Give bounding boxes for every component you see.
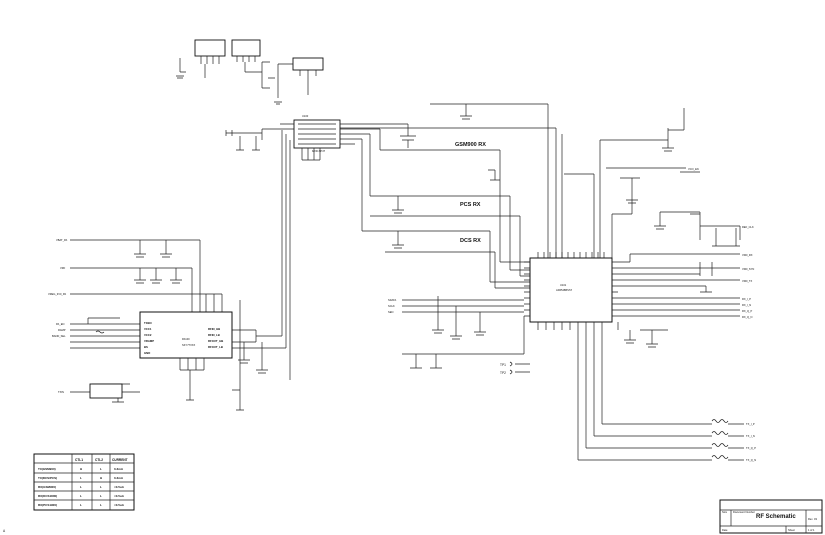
net-label: RX_Q_N xyxy=(742,315,753,319)
table-cell: L xyxy=(100,503,102,507)
net-label: SEN xyxy=(388,310,393,314)
pcs-rx-label: PCS RX xyxy=(460,202,481,208)
pa-pin: VCC2 xyxy=(144,333,152,337)
gsm900-rx-path: GSM900 RX xyxy=(380,124,530,263)
table-cell: L xyxy=(80,494,82,498)
corner-mark: A xyxy=(3,529,6,533)
date-label: Date xyxy=(722,528,728,532)
control-net-labels: SDATA SCLK SEN TP1 TP2 xyxy=(388,298,506,375)
sheet-value: 1 of 1 xyxy=(808,528,815,532)
table-cell: L xyxy=(100,494,102,498)
net-label: TX_I_P xyxy=(746,422,755,426)
net-label: RAMP xyxy=(58,328,66,332)
size-label: Size xyxy=(722,510,728,514)
tx-output-labels: TX_I_P TX_I_N TX_Q_P TX_Q_N xyxy=(746,422,756,462)
table-cell: L xyxy=(80,476,82,480)
pcs-rx-path: PCS RX xyxy=(370,195,530,277)
pa-pin: RFIN_LB xyxy=(208,333,220,337)
table-cell: <0.5uA xyxy=(114,503,125,507)
net-label: TX_I_N xyxy=(746,434,755,438)
pa-module: PA100 SKY77XXX TXEN VCC1 VCC2 VRAMP BS G… xyxy=(139,130,291,411)
dcs-rx-path: DCS RX xyxy=(362,230,530,289)
net-label: VDD_SYN xyxy=(742,267,754,271)
rev-value: 03 xyxy=(814,517,817,521)
title-block: RF Schematic Size Document Number Rev 03… xyxy=(719,499,823,534)
net-label: REF_CLK xyxy=(742,225,754,229)
antenna-switch: U100 MXR-SP4T xyxy=(225,114,408,231)
pa-ref: PA100 xyxy=(182,337,190,341)
table-cell: 0.3mA xyxy=(114,467,124,471)
right-net-labels: VDD_RX VDD_SYN VDD_TX RX_I_P RX_I_N RX_Q… xyxy=(688,167,754,319)
pa-pin: RFOUT_LB xyxy=(208,345,223,349)
top-connectors xyxy=(176,39,324,105)
table-cell: RX(PCS1900) xyxy=(38,503,57,507)
table-cell: RX(GSM900) xyxy=(38,485,56,489)
transceiver-ref: U101 xyxy=(560,283,567,287)
switch-ref: U100 xyxy=(302,114,309,118)
tx-output-bus xyxy=(577,330,744,461)
table-cell: L xyxy=(80,485,82,489)
table-header: CTL1 xyxy=(75,458,83,462)
table-cell: <0.5uA xyxy=(114,485,125,489)
table-cell: L xyxy=(100,467,102,471)
table-cell: 0.3mA xyxy=(114,476,124,480)
test-point-label: TP2 xyxy=(500,371,506,375)
table-cell: H xyxy=(100,476,102,480)
table-cell: TX(DCS/PCS) xyxy=(38,476,57,480)
current-table: CTL1 CTL2 CURRENT TX(GSM900) H L 0.3mA T… xyxy=(33,453,135,511)
switch-part: MXR-SP4T xyxy=(312,149,326,153)
net-label: VRF xyxy=(60,266,66,270)
pa-pin: VCC1 xyxy=(144,327,152,331)
gsm900-rx-label: GSM900 RX xyxy=(455,142,486,148)
pa-pin: BS xyxy=(144,345,148,349)
net-label: SDATA xyxy=(388,298,397,302)
test-point-label: TP1 xyxy=(500,363,506,367)
pa-pin: VRAMP xyxy=(144,339,154,343)
doc-number-label: Document Number xyxy=(733,510,755,514)
table-header: CURRENT xyxy=(112,458,128,462)
table-cell: TX(GSM900) xyxy=(38,467,56,471)
net-label: RX_I_P xyxy=(742,297,751,301)
left-net-labels: VBAT_PA VRF VREG_3V0_PA PA_EN RAMP BAND_… xyxy=(48,238,68,394)
net-label: TX_Q_N xyxy=(746,458,756,462)
rev-label: Rev xyxy=(808,517,813,521)
table-cell: L xyxy=(100,485,102,489)
net-label: TXIN xyxy=(58,390,64,394)
pa-pin: RFIN_HB xyxy=(208,327,220,331)
table-header: CTL2 xyxy=(95,458,103,462)
net-label: VDD_TX xyxy=(742,279,753,283)
dcs-rx-label: DCS RX xyxy=(460,238,481,244)
control-nets xyxy=(402,296,530,375)
transceiver-part: AD6548BSTZ xyxy=(556,288,572,292)
pa-part: SKY77XXX xyxy=(182,343,196,347)
upper-bias-routing xyxy=(340,103,701,258)
table-cell: RX(DCS1800) xyxy=(38,494,57,498)
net-label: SCLK xyxy=(388,304,395,308)
net-label: VDD_RX xyxy=(742,253,753,257)
pa-pin: RFOUT_HB xyxy=(208,339,223,343)
left-power-rails xyxy=(70,239,223,403)
net-label: RX_I_N xyxy=(742,303,751,307)
sheet-title: RF Schematic xyxy=(756,514,796,520)
net-label: VCO_EN xyxy=(688,167,699,171)
net-label: VBAT_PA xyxy=(56,238,68,242)
net-label: RX_Q_P xyxy=(742,309,753,313)
net-label: TX_Q_P xyxy=(746,446,756,450)
table-cell: L xyxy=(80,503,82,507)
table-cell: <0.5uA xyxy=(114,494,125,498)
transceiver-ic: U101 AD6548BSTZ xyxy=(524,252,618,330)
right-nets xyxy=(617,225,741,348)
net-label: PA_EN xyxy=(56,322,64,326)
pa-pin: TXEN xyxy=(144,321,151,325)
pa-pin: GND xyxy=(144,351,150,355)
table-cell: H xyxy=(80,467,82,471)
net-label: BAND_SEL xyxy=(52,334,66,338)
net-label: VREG_3V0_PA xyxy=(48,292,66,296)
sheet-label: Sheet xyxy=(788,528,795,532)
